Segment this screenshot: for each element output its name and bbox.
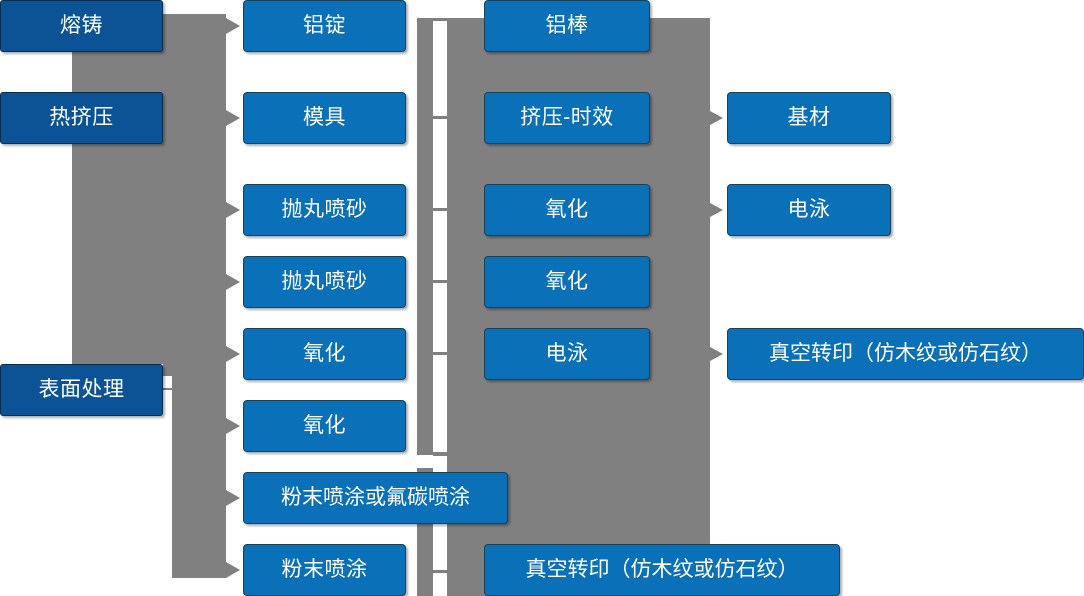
step-oxidation-4[interactable]: 氧化 (484, 256, 650, 308)
arrow-tip-2 (226, 110, 240, 126)
step-oxidation-2-label: 氧化 (303, 414, 346, 438)
step-aluminium-ingot[interactable]: 铝锭 (243, 0, 406, 52)
step-electrophoresis-1[interactable]: 电泳 (484, 328, 650, 380)
arrow-to-electrophoresis (710, 203, 723, 217)
step-electrophoresis-1-label: 电泳 (545, 342, 589, 366)
connector-right-arrows (698, 111, 723, 361)
step-extrusion-aging-label: 挤压-时效 (520, 106, 614, 130)
step-aluminium-bar[interactable]: 铝棒 (484, 0, 650, 52)
stage-surface-treat-label: 表面处理 (38, 378, 125, 402)
step-mould-label: 模具 (303, 106, 346, 130)
step-shot-blasting-1-label: 抛丸喷砂 (281, 198, 368, 222)
stage-melt-cast-label: 熔铸 (60, 14, 103, 38)
step-shot-blasting-1[interactable]: 抛丸喷砂 (243, 184, 406, 236)
arrow-down-melt (72, 72, 86, 86)
arrow-tip-8 (226, 562, 240, 578)
step-shot-blasting-2[interactable]: 抛丸喷砂 (243, 256, 406, 308)
mid-tie-7 (433, 570, 447, 573)
step-oxidation-2[interactable]: 氧化 (243, 400, 406, 452)
step-electrophoresis-2-label: 电泳 (787, 198, 831, 222)
step-oxidation-4-label: 氧化 (545, 270, 589, 294)
step-aluminium-bar-label: 铝棒 (545, 14, 589, 38)
stage-melt-cast[interactable]: 熔铸 (0, 0, 163, 52)
step-electrophoresis-2[interactable]: 电泳 (727, 184, 891, 236)
mid-bar-left-top (417, 18, 433, 455)
step-powder-coating-label: 粉末喷涂 (281, 558, 368, 582)
step-extrusion-aging[interactable]: 挤压-时效 (484, 92, 650, 144)
stage-hot-extrusion-label: 热挤压 (49, 106, 114, 130)
step-vacuum-transfer-1-label: 真空转印（仿木纹或仿石纹） (525, 558, 799, 582)
step-powder-coating[interactable]: 粉末喷涂 (243, 544, 406, 596)
arrow-to-base-material (710, 111, 723, 125)
mid-tie-3 (433, 208, 447, 211)
mid-tie-1 (433, 18, 447, 21)
step-oxidation-3-label: 氧化 (545, 198, 589, 222)
stage-surface-treat[interactable]: 表面处理 (0, 364, 163, 416)
step-oxidation-3[interactable]: 氧化 (484, 184, 650, 236)
arrow-tip-6 (226, 418, 240, 434)
step-base-material-label: 基材 (787, 106, 831, 130)
step-aluminium-ingot-label: 铝锭 (303, 14, 346, 38)
step-oxidation-1[interactable]: 氧化 (243, 328, 406, 380)
step-shot-blasting-2-label: 抛丸喷砂 (281, 270, 368, 294)
mid-tie-2 (433, 116, 447, 119)
arrow-tip-1 (226, 18, 240, 34)
mid-tie-4 (433, 280, 447, 283)
stage-hot-extrusion[interactable]: 热挤压 (0, 92, 163, 144)
mid-tie-6 (433, 452, 463, 456)
arrow-tip-5 (226, 346, 240, 362)
step-vacuum-transfer-1[interactable]: 真空转印（仿木纹或仿石纹） (484, 544, 840, 596)
step-vacuum-transfer-2[interactable]: 真空转印（仿木纹或仿石纹） (727, 328, 1084, 380)
arrow-tip-3 (226, 202, 240, 218)
step-mould[interactable]: 模具 (243, 92, 406, 144)
step-vacuum-transfer-2-label: 真空转印（仿木纹或仿石纹） (769, 342, 1042, 366)
step-powder-or-pvdf-label: 粉末喷涂或氟碳喷涂 (281, 486, 470, 510)
connector-surface-stub (163, 388, 193, 390)
step-base-material[interactable]: 基材 (727, 92, 891, 144)
arrow-tip-4 (226, 274, 240, 290)
mid-tie-5 (433, 352, 447, 355)
arrow-to-vacuum-transfer (710, 347, 723, 361)
arrow-down-surface (72, 344, 86, 358)
step-powder-or-pvdf[interactable]: 粉末喷涂或氟碳喷涂 (243, 472, 508, 524)
step-oxidation-1-label: 氧化 (303, 342, 346, 366)
arrow-tip-7 (226, 490, 240, 506)
